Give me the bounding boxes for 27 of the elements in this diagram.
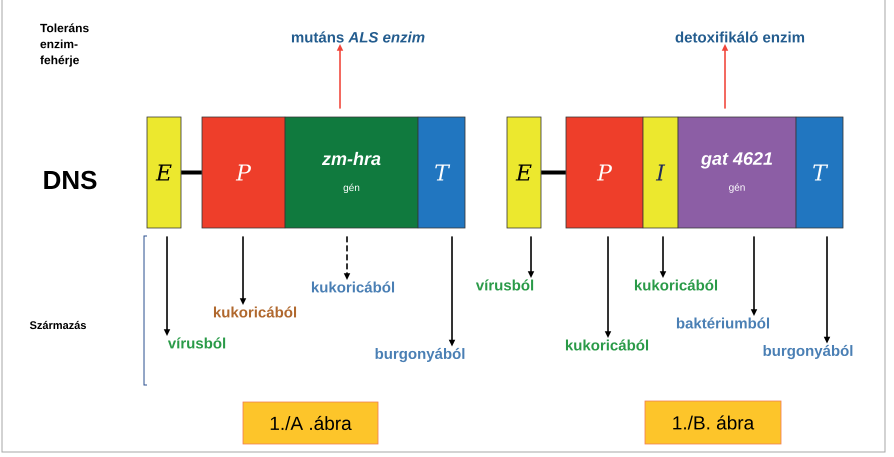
origin-label: baktériumból xyxy=(676,317,770,329)
figure-caption-box: 1./A .ábra xyxy=(242,402,378,444)
origin-label: kukoricából xyxy=(566,339,648,351)
connector-line xyxy=(541,170,566,174)
origin-heading: Származás xyxy=(30,320,86,330)
enhancer-box: E xyxy=(506,116,542,228)
gene-box: zm-hra gén xyxy=(284,116,418,228)
terminator-box: T xyxy=(796,116,844,228)
dna-label: DNS xyxy=(44,170,96,190)
gene-box: gat 4621 gén xyxy=(678,116,796,228)
connector-line xyxy=(181,170,202,174)
promoter-box: P xyxy=(566,116,644,228)
origin-label: kukoricából xyxy=(634,279,718,291)
origin-label: burgonyából xyxy=(764,344,852,360)
origin-label: vírusból xyxy=(168,337,226,349)
protein-label: mutáns ALS enzim xyxy=(292,31,424,43)
heading-label: Toleráns enzim-fehérje xyxy=(40,23,89,67)
figure-caption-box: 1./B. ábra xyxy=(644,400,782,444)
terminator-box: T xyxy=(418,116,466,228)
promoter-box: P xyxy=(202,116,286,228)
origin-label: vírusból xyxy=(476,279,534,291)
origin-label: burgonyából xyxy=(376,348,464,362)
intron-box: I xyxy=(642,116,678,228)
enhancer-box: E xyxy=(146,116,182,228)
origin-label: kukoricából xyxy=(312,281,394,293)
origin-label: kukoricából xyxy=(214,306,296,318)
protein-label: detoxifikáló enzim xyxy=(676,31,804,43)
